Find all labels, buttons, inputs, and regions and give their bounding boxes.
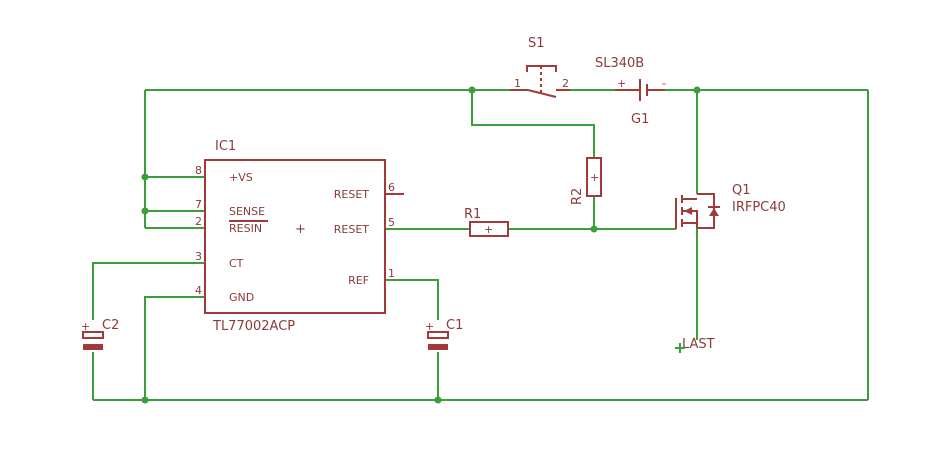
g1-name: G1 [631, 112, 649, 127]
net-last: LAST [675, 337, 715, 353]
c1-polarity: + [425, 320, 434, 333]
ic1-pin-label: GND [229, 291, 254, 304]
c1-capacitor: C1 + [425, 318, 463, 350]
ic1-pin-label: RESET [334, 223, 370, 236]
ic1-pin-number: 4 [195, 284, 202, 297]
junction-dot [590, 225, 598, 233]
g1-battery: SL340B G1 + - [595, 56, 666, 127]
net-last-marker [675, 343, 685, 353]
r1-name: R1 [464, 207, 481, 222]
s1-pin2: 2 [562, 77, 569, 90]
ic1-pin-label: RESET [334, 188, 370, 201]
ic1-pin-number: 2 [195, 215, 202, 228]
c2-name: C2 [102, 318, 119, 333]
ic1-pin-number: 3 [195, 250, 202, 263]
g1-minus: - [662, 77, 666, 90]
net-last-label: LAST [682, 337, 715, 352]
c1-plate-negative [428, 344, 448, 350]
junction-dot [468, 86, 476, 94]
q1-body-diode [709, 208, 719, 216]
ic1-pin-label: +VS [229, 171, 253, 184]
junctions [141, 86, 701, 404]
c1-plate-positive [427, 331, 449, 339]
r2-resistor: + R2 [570, 157, 602, 205]
c2-plate-positive [82, 331, 104, 339]
r1-resistor: + R1 [464, 207, 509, 237]
c1-name: C1 [446, 318, 463, 333]
junction-dot [141, 173, 149, 181]
ic1-pin-label: SENSE [229, 205, 265, 218]
ic1-pin-number: 8 [195, 164, 202, 177]
wire-to-r2 [471, 90, 595, 158]
ic1-component: IC1 TL77002ACP + 8 7 2 3 4 +VS SENSE RES… [195, 139, 404, 334]
ic1-value: TL77002ACP [212, 319, 295, 334]
s1-switch: S1 1 2 [510, 36, 570, 98]
r1-body [469, 221, 509, 237]
g1-value: SL340B [595, 56, 644, 71]
junction-dot [141, 396, 149, 404]
ic1-pin-label: REF [348, 274, 369, 287]
s1-contact [527, 89, 557, 98]
ic1-name: IC1 [215, 139, 236, 154]
ic1-pin-number: 5 [388, 216, 395, 229]
ic1-pin-number: 7 [195, 198, 202, 211]
s1-name: S1 [528, 36, 545, 51]
wires [92, 89, 869, 401]
ic1-pin-number: 1 [388, 267, 395, 280]
q1-value: IRFPC40 [732, 200, 786, 215]
g1-plus: + [617, 77, 626, 90]
c2-capacitor: C2 + [81, 318, 119, 350]
wire-pin4 [144, 296, 205, 400]
q1-mosfet: Q1 IRFPC40 [675, 183, 786, 229]
junction-dot [693, 86, 701, 94]
q1-arrow [684, 207, 692, 215]
r1-origin-mark: + [484, 223, 493, 236]
ic1-body [204, 159, 386, 314]
r2-name: R2 [570, 188, 585, 205]
ic1-pin-number: 6 [388, 181, 395, 194]
junction-dot [141, 207, 149, 215]
q1-body-diode-path [697, 193, 715, 229]
c2-polarity: + [81, 320, 90, 333]
r2-origin-mark: + [590, 171, 599, 184]
wire-pin3-c2 [92, 262, 205, 320]
wire-pin1-c1 [385, 279, 439, 320]
r2-body [586, 157, 602, 197]
ic1-pin-label: CT [229, 257, 244, 270]
q1-name: Q1 [732, 183, 751, 198]
ic1-origin-mark: + [295, 222, 306, 237]
s1-pin1: 1 [514, 77, 521, 90]
c2-plate-negative [83, 344, 103, 350]
ic1-pin-label: RESIN [229, 222, 262, 235]
junction-dot [434, 396, 442, 404]
